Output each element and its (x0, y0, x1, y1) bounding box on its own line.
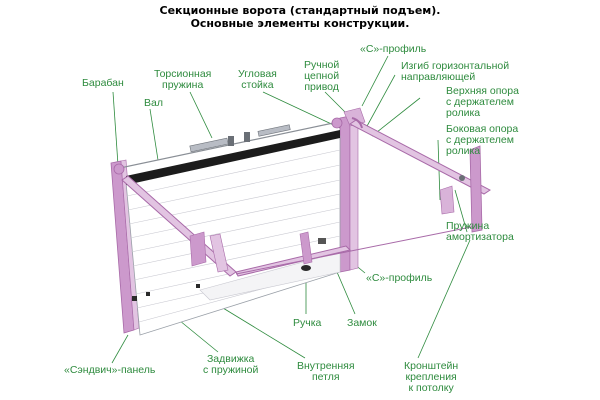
shaft-and-torsion-spring (113, 117, 343, 175)
label-shock-absorber-spring: Пружина амортизатора (446, 220, 514, 243)
label-handle: Ручка (293, 317, 322, 329)
leader-sandwich (111, 334, 129, 364)
diagram-title-line2: Основные элементы конструкции. (190, 17, 410, 30)
leader-c-profile-top (361, 55, 389, 107)
lock-icon (318, 238, 326, 244)
label-baraban: Барабан (82, 77, 124, 89)
hardware (132, 231, 326, 301)
label-inner-hinge: Внутренняя петля (297, 360, 355, 383)
leader-torsion (189, 91, 213, 139)
leader-corner-post (262, 91, 341, 129)
label-manual-chain-drive: Ручной цепной привод (304, 59, 340, 93)
right-corner-post (339, 107, 366, 273)
inner-hinge-icon (189, 231, 207, 267)
leader-manual-drive (324, 91, 349, 116)
left-frame (110, 159, 140, 334)
label-spring-latch: Задвижка с пружиной (203, 353, 259, 376)
diagram-title-line1: Секционные ворота (стандартный подъем). (159, 4, 441, 17)
label-horizontal-rail-bend: Изгиб горизонтальной направляющей (401, 60, 510, 83)
leader-val (149, 108, 159, 161)
rail-lower-connector (235, 225, 477, 275)
label-ceiling-bracket: Кронштейн крепления к потолку (404, 360, 459, 394)
leader-top-support (371, 97, 421, 137)
label-val: Вал (144, 97, 163, 109)
handle-icon (301, 265, 311, 271)
leader-shock-spring (454, 189, 468, 233)
label-sandwich-panel: «Сэндвич»-панель (64, 364, 156, 376)
label-side-roller-support: Боковая опора с держателем ролика (446, 123, 519, 157)
leader-bracket (417, 239, 471, 359)
rail-bend (351, 117, 363, 129)
leader-bend-rail (365, 74, 396, 129)
label-corner-post: Угловая стойка (238, 68, 277, 91)
leader-baraban (112, 91, 119, 166)
sandwich-door-panel (125, 130, 341, 336)
label-top-roller-support: Верхняя опора с держателем ролика (446, 85, 519, 119)
label-c-profile-bottom: «С»-профиль (366, 272, 433, 284)
label-lock: Замок (347, 317, 377, 329)
label-torsion-spring: Торсионная пружина (154, 68, 212, 91)
latch-spring-icon (299, 231, 313, 265)
label-c-profile-top: «С»-профиль (360, 43, 427, 55)
rear-supports (439, 145, 483, 233)
